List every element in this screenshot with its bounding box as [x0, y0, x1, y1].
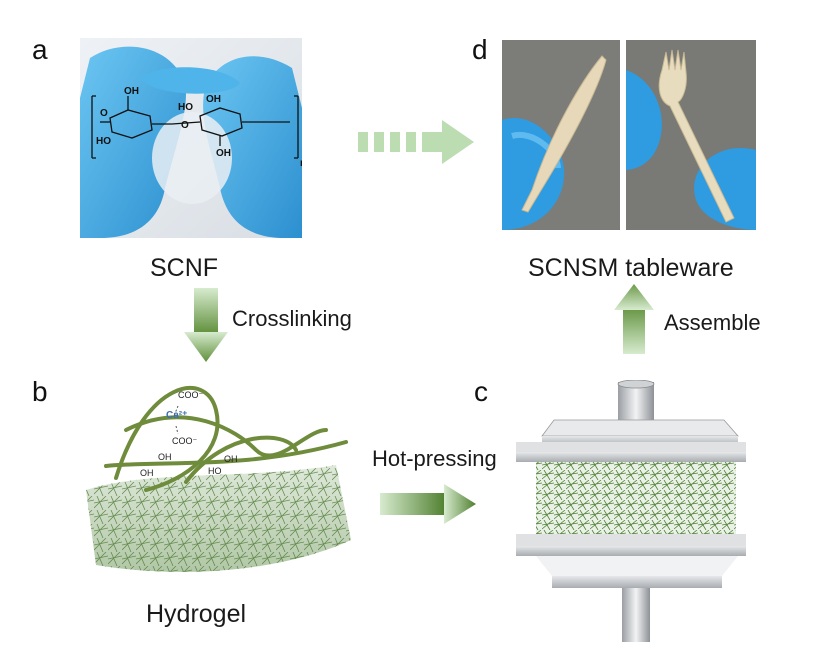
n-subscript: n [300, 158, 302, 169]
oh-b2-label: OH [140, 468, 154, 478]
caption-hydrogel: Hydrogel [146, 600, 247, 628]
hot-press-illustration [516, 380, 746, 642]
caption-scnf: SCNF [150, 254, 219, 282]
ho-b-label: HO [208, 466, 222, 476]
o-bridge: O [181, 120, 189, 131]
scnf-photo: OH OH HO HO OH O O n [80, 38, 302, 238]
dashed-arrow-icon [358, 120, 474, 164]
panel-letter-b: b [32, 376, 48, 407]
label-hot-pressing: Hot-pressing [372, 446, 497, 471]
oh-b3-label: OH [224, 454, 238, 464]
panel-letter-d: d [472, 34, 488, 65]
label-crosslinking: Crosslinking [232, 306, 352, 331]
oh-b1-label: OH [158, 452, 172, 462]
gloved-hands-icon [80, 46, 302, 238]
cellulose-structure [91, 95, 299, 159]
ho-left: HO [96, 136, 111, 147]
oh-top-left: OH [124, 86, 139, 97]
fork-photo [626, 40, 756, 230]
fork-icon [658, 49, 735, 223]
hot-pressing-arrow-icon [380, 484, 476, 524]
panel-letter-a: a [32, 34, 48, 65]
o-left: O [100, 108, 108, 119]
oh-bottom: OH [216, 148, 231, 159]
ho-right: HO [178, 102, 193, 113]
coo-bottom-label: COO⁻ [172, 436, 198, 446]
caption-scnsm-tableware: SCNSM tableware [528, 254, 734, 282]
label-assemble: Assemble [664, 310, 761, 335]
knife-photo [502, 40, 620, 230]
knife-icon [521, 55, 607, 213]
panel-letter-c: c [474, 376, 488, 407]
crosslinking-arrow-icon [184, 288, 228, 362]
coo-top-label: COO⁻ [178, 390, 204, 400]
oh-top-right: OH [206, 94, 221, 105]
assemble-arrow-icon [614, 284, 654, 354]
hydrogel-illustration: Ca²⁺ COO⁻ COO⁻ OH OH HO OH [86, 386, 351, 572]
ca-ion-label: Ca²⁺ [166, 410, 187, 421]
